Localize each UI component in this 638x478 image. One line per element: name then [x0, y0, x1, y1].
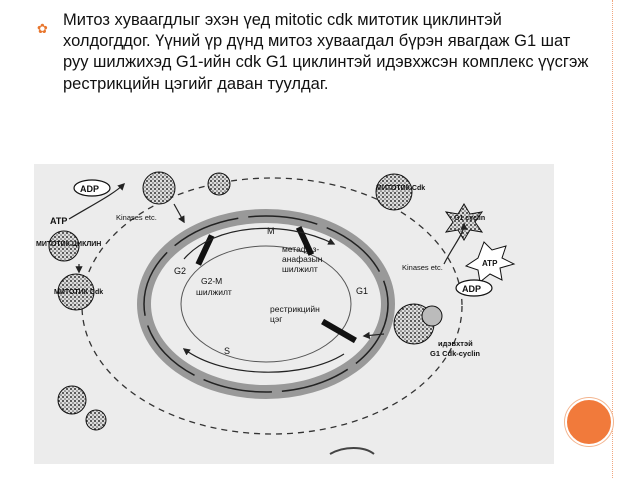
phase-g1-label: G1: [356, 286, 368, 296]
ring-arrow-top: [183, 227, 336, 260]
orange-circle-decoration: [565, 398, 613, 446]
atp-to-adp-arrow: [68, 182, 126, 220]
mitotic-cyclin-label: МИТОТИК ЦИКЛИН: [36, 241, 101, 248]
outer-dashed-cycle: [81, 177, 463, 435]
bottom-left-blob-1: [57, 385, 87, 415]
bottom-left-blob-2: [85, 409, 107, 431]
adp-right-oval: [455, 279, 493, 297]
top-blob-1: [142, 171, 176, 205]
inner-ring: [180, 245, 352, 363]
g2m-transition-line2: шилжилт: [196, 287, 232, 297]
phase-s-label: S: [224, 346, 230, 356]
ring-arrow-bottom: [182, 348, 345, 373]
atp-right-label: ATP: [482, 259, 498, 268]
atp-right-burst: [464, 241, 516, 283]
metaphase-transition-line2: анафазын: [282, 254, 323, 264]
metaphase-checkpoint-bar: [295, 226, 315, 256]
kinases-left-label: Kinases etc.: [116, 213, 157, 222]
mitotic-cyclin-blob: [48, 230, 80, 262]
cell-cycle-diagram: M G2 G1 S метафаз- анафазын шилжилт G2-M…: [34, 164, 554, 464]
metaphase-transition-line1: метафаз-: [282, 244, 319, 254]
bottom-scribble: [329, 447, 375, 455]
atp-left-label: ATP: [50, 216, 67, 226]
active-complex-arrow: [362, 331, 385, 340]
slide-paragraph: Митоз хуваагдлыг эхэн үед mitotic cdk ми…: [63, 11, 589, 93]
top-blob-arrow: [173, 203, 185, 224]
mitotic-cdk-left-label: МИТОТИК Cdk: [54, 289, 103, 296]
mitotic-cdk-left-blob: [57, 273, 95, 311]
restriction-point-bar: [321, 318, 357, 344]
active-complex-line2: G1 Cdk-cyclin: [430, 349, 480, 358]
slide-right-border: [612, 0, 613, 478]
phase-m-label: M: [267, 226, 275, 236]
g1-cyclin-star: [444, 203, 484, 241]
g2m-transition-line1: G2-M: [201, 276, 222, 286]
orange-curl-bullet-icon: ✿: [37, 22, 48, 37]
adp-right-label: ADP: [462, 284, 481, 294]
mitotic-cdk-top-blob: [375, 173, 413, 211]
g1-cyclin-label: G1 cyclin: [454, 215, 485, 222]
restriction-point-line2: цэг: [270, 314, 282, 324]
adp-top-oval: [73, 179, 111, 197]
active-complex-line1: идэвхтэй: [438, 339, 473, 348]
adp-top-label: ADP: [80, 184, 99, 194]
scan-background: [34, 164, 554, 464]
restriction-point-line1: рестрикцийн: [270, 304, 320, 314]
metaphase-transition-line3: шилжилт: [282, 264, 318, 274]
mitotic-cdk-top-label: МИТОТИК Cdk: [376, 185, 425, 192]
top-blob-2: [207, 172, 231, 196]
active-g1-cyclin-blob: [421, 305, 443, 327]
phase-g2-label: G2: [174, 266, 186, 276]
kinases-right-label: Kinases etc.: [402, 263, 443, 272]
g2m-checkpoint-bar: [195, 234, 215, 266]
g1-cyclin-arrow: [443, 222, 468, 265]
cell-cycle-ring-outline: [143, 215, 389, 393]
